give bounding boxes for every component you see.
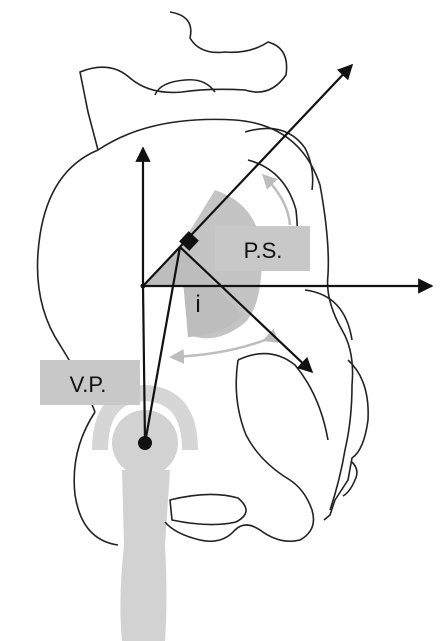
- sacral-curve-outline: [305, 290, 352, 340]
- sciatic-notch-outline: [238, 354, 328, 440]
- ischium-outline: [165, 360, 314, 541]
- sacral-ala-outline: [245, 128, 313, 190]
- rotation-arrow-upper-icon: [264, 176, 290, 225]
- incidence-label: i: [195, 291, 200, 318]
- coccyx-outline: [324, 360, 368, 520]
- femoral-shaft: [120, 470, 170, 641]
- vp-label: V.P.: [70, 372, 107, 397]
- origin-point: [141, 284, 146, 289]
- ps-label: P.S.: [244, 238, 283, 263]
- hip-center-icon: [138, 436, 152, 450]
- obturator-foramen-outline: [170, 494, 246, 524]
